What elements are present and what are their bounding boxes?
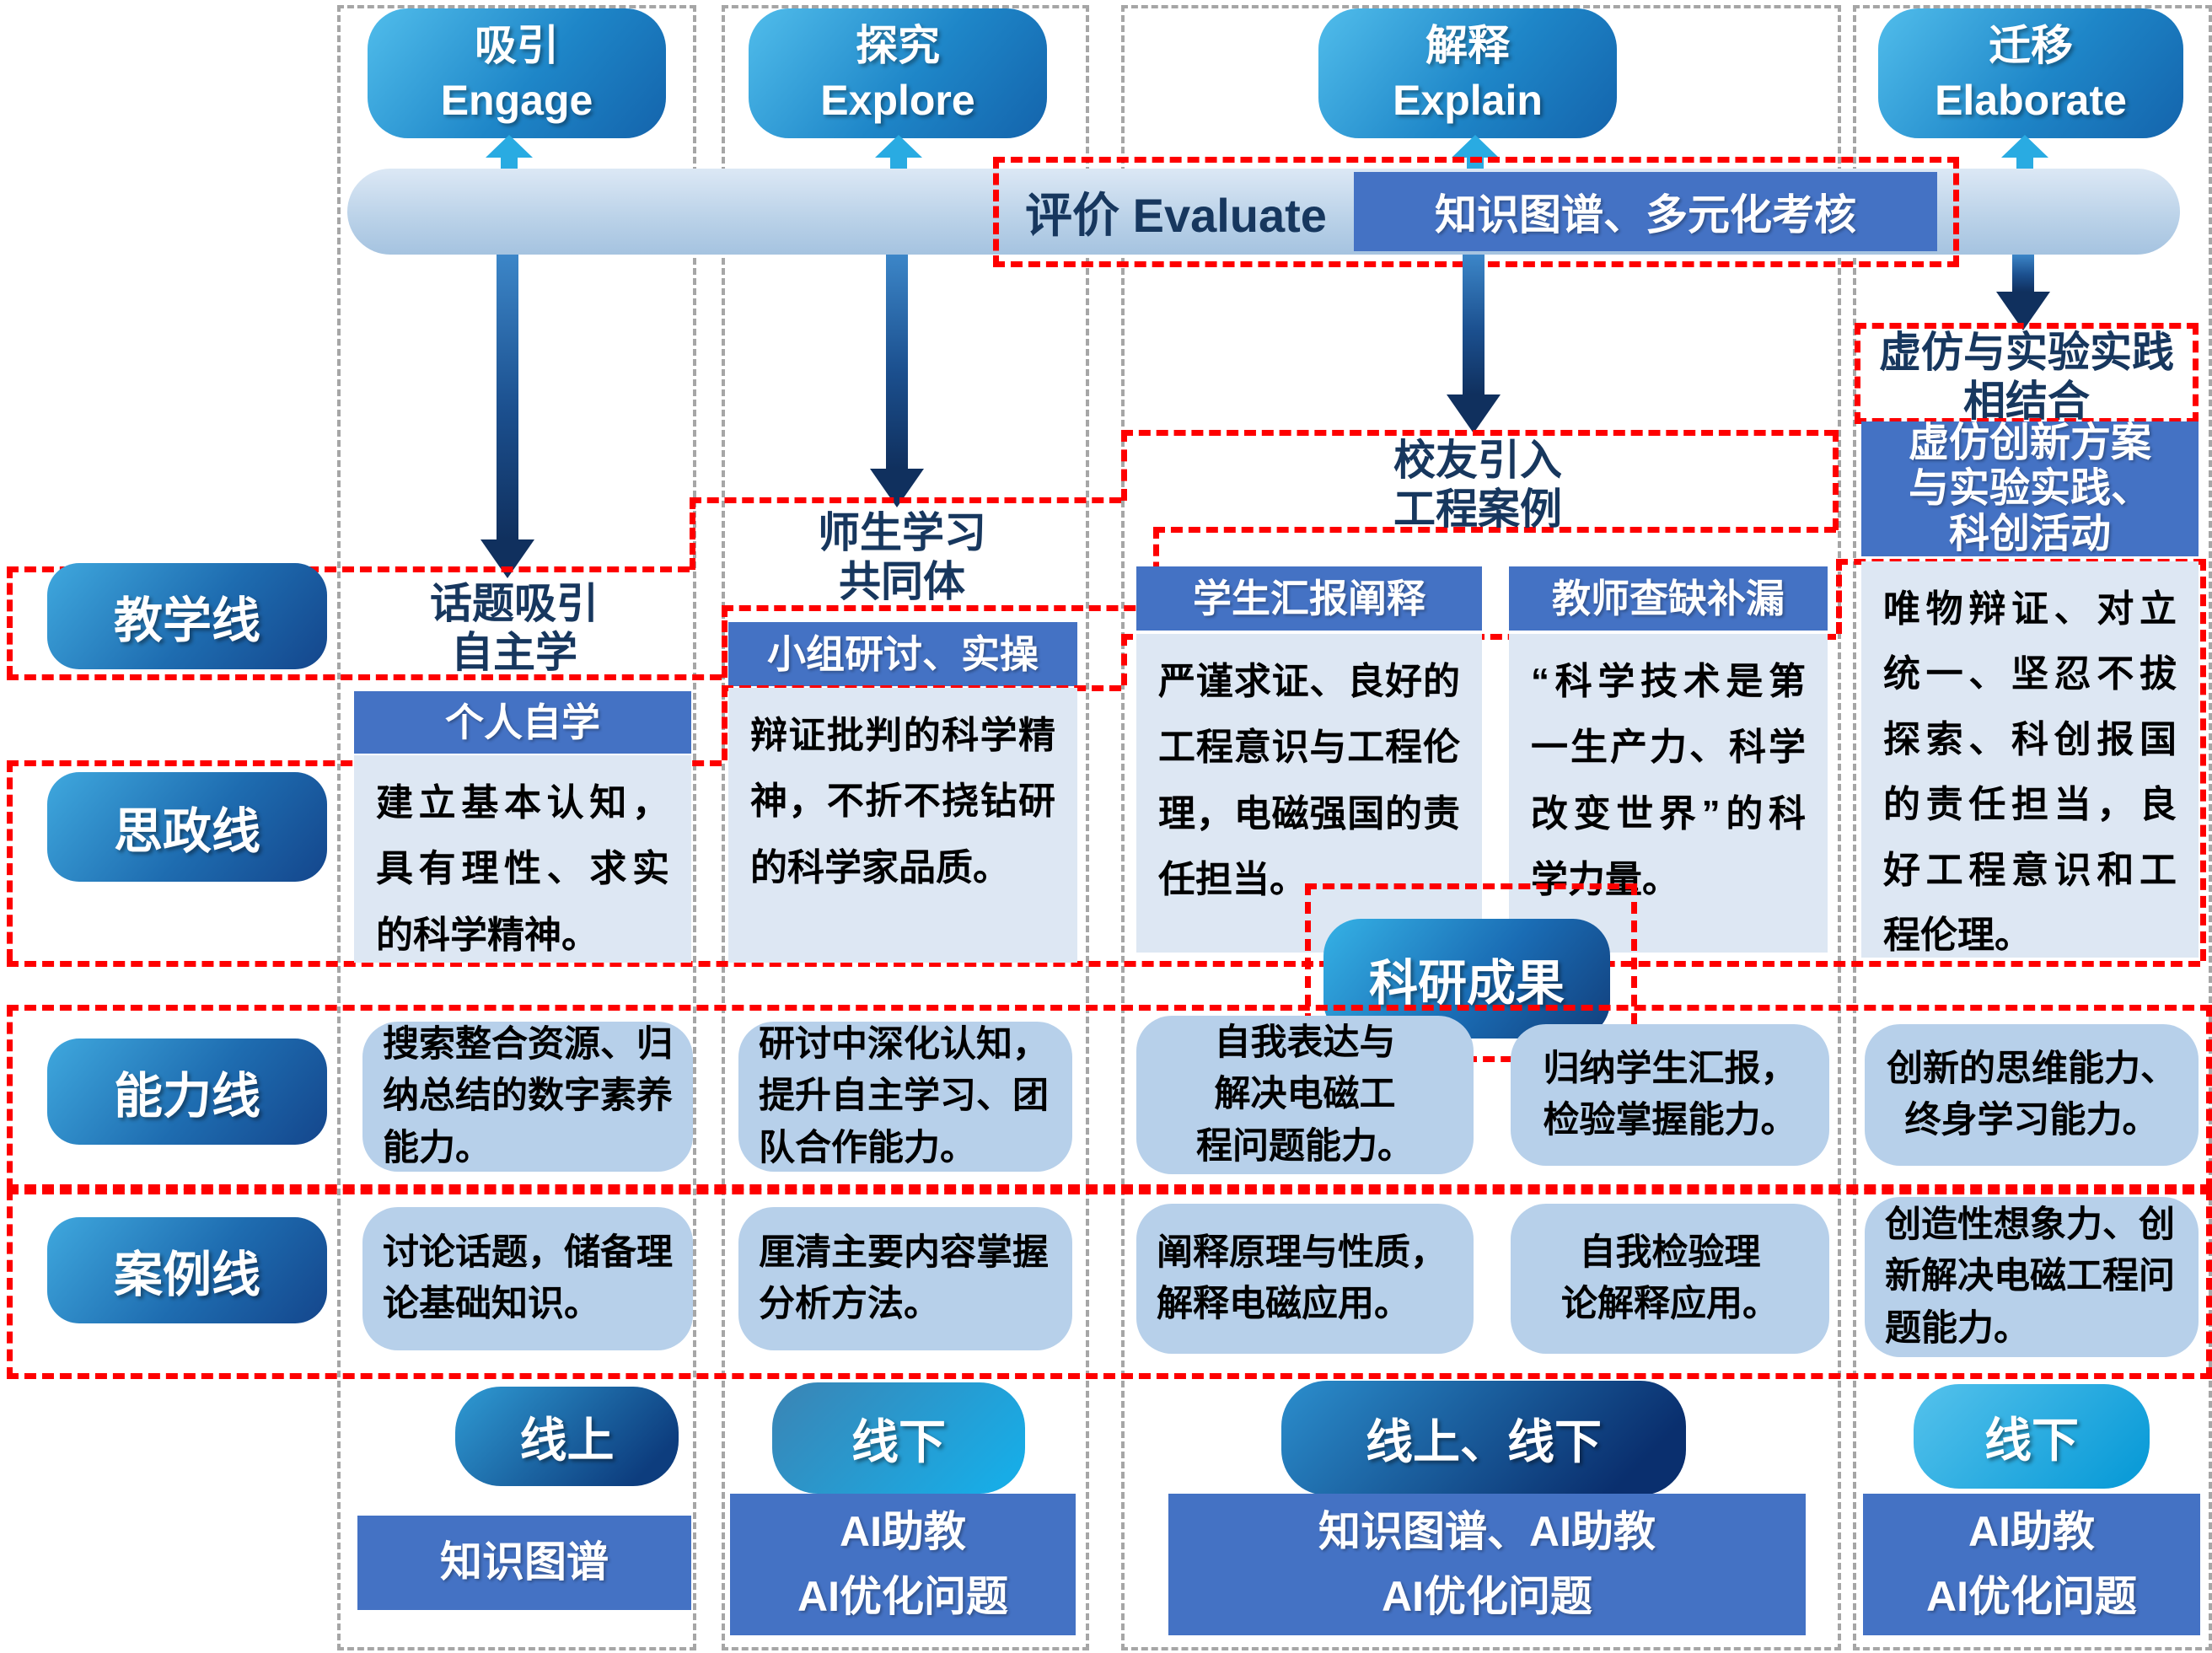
red-dashed-line [1153,527,1836,533]
red-dashed-line [7,566,13,678]
red-dashed-line [7,674,722,680]
red-dashed-line [1121,430,1836,436]
activity-header-virtual-sim: 虚仿创新方案 与实验实践、 科创活动 [1861,421,2199,556]
red-dashed-line [722,605,727,678]
mode-pill-online: 线上 [455,1387,679,1486]
red-dashed-line [7,566,690,572]
column-frame-elaborate [1853,5,2212,1650]
up-arrow-icon [875,135,922,171]
column-frame-explore [722,5,1089,1650]
activity-header-self-study: 个人自学 [354,691,691,754]
red-dashed-line [7,961,2200,967]
ability-box-engage: 搜索整合资源、归纳总结的数字素养能力。 [362,1022,693,1172]
red-dashed-line [722,685,727,760]
ideology-box-engage: 建立基本认知，具有理性、求实的科学精神。 [354,755,691,963]
tool-box-kg-ai-assistant: 知识图谱、AI助教 AI优化问题 [1168,1494,1806,1635]
red-dashed-line [2200,559,2206,961]
evaluate-label: 评价 Evaluate [1025,188,1327,242]
ideology-box-explore: 辩证批判的科学精神，不折不挠钻研的科学家品质。 [728,688,1077,963]
column-frame-explain [1121,5,1841,1650]
row-label-teaching: 教学线 [47,563,327,669]
evaluate-red-dashed-box [993,157,1959,267]
activity-header-student-report: 学生汇报阐释 [1136,566,1482,631]
red-dashed-line [7,760,13,961]
red-dashed-line [690,497,1121,503]
row-label-ideology: 思政线 [47,772,327,882]
up-arrow-icon [2001,135,2048,171]
down-arrow-icon [481,255,534,578]
down-arrow-icon [870,255,924,507]
teaching-node-elaborate: 虚仿与实验实践 相结合 [1879,329,2174,425]
row-label-case: 案例线 [47,1217,327,1323]
activity-header-group-discuss: 小组研讨、实操 [728,622,1077,686]
elaborate-teaching-red-dashed-box [1855,323,2199,424]
red-dashed-line [690,497,695,570]
ability-box-teacher: 归纳学生汇报， 检验掌握能力。 [1511,1024,1829,1166]
mode-pill-online-offline: 线上、线下 [1281,1381,1686,1495]
tool-box-knowledge-graph: 知识图谱 [357,1516,691,1610]
mode-pill-offline-explore: 线下 [772,1382,1025,1494]
case-box-explore: 厘清主要内容掌握分析方法。 [738,1207,1072,1350]
mode-pill-offline-elaborate: 线下 [1914,1384,2150,1489]
teaching-node-explore: 师生学习 共同体 [818,509,986,605]
up-arrow-icon [486,135,533,171]
teaching-node-engage: 话题吸引 自主学 [430,580,599,676]
ability-red-dashed-band [7,1005,2212,1190]
ability-box-elaborate: 创新的思维能力、 终身学习能力。 [1865,1024,2199,1166]
red-dashed-line [1833,430,1839,530]
down-arrow-icon [1447,255,1501,433]
case-red-dashed-band [7,1189,2212,1379]
evaluate-method-box: 知识图谱、多元化考核 [1354,172,1937,251]
row-label-ability: 能力线 [47,1038,327,1145]
ability-box-explore: 研讨中深化认知，提升自主学习、团队合作能力。 [738,1022,1072,1172]
teaching-node-explain: 校友引入 工程案例 [1393,437,1562,533]
activity-header-teacher-check: 教师查缺补漏 [1509,566,1828,631]
red-dashed-line [1836,559,1842,634]
down-arrow-icon [1996,255,2050,330]
case-box-engage: 讨论话题，储备理论基础知识。 [362,1207,693,1350]
ability-box-student: 自我表达与 解决电磁工 程问题能力。 [1136,1016,1474,1174]
red-dashed-line [722,605,1153,611]
tool-box-ai-assistant-elaborate: AI助教 AI优化问题 [1863,1494,2200,1635]
column-frame-engage [337,5,696,1650]
case-box-teacher: 自我检验理 论解释应用。 [1511,1204,1829,1354]
red-dashed-line [1121,634,1127,685]
tool-box-ai-assistant-explore: AI助教 AI优化问题 [730,1494,1076,1635]
red-dashed-line [1121,430,1127,501]
case-box-student: 阐释原理与性质，解释电磁应用。 [1136,1204,1474,1354]
ideology-box-elaborate: 唯物辩证、对立统一、坚忍不拔探索、科创报国的责任担当，良好工程意识和工程伦理。 [1861,561,2199,958]
ideology-box-teacher: “科学技术是第一生产力、科学改变世界”的科学力量。 [1509,634,1828,953]
case-box-elaborate: 创造性想象力、创新解决电磁工程问题能力。 [1865,1197,2199,1357]
